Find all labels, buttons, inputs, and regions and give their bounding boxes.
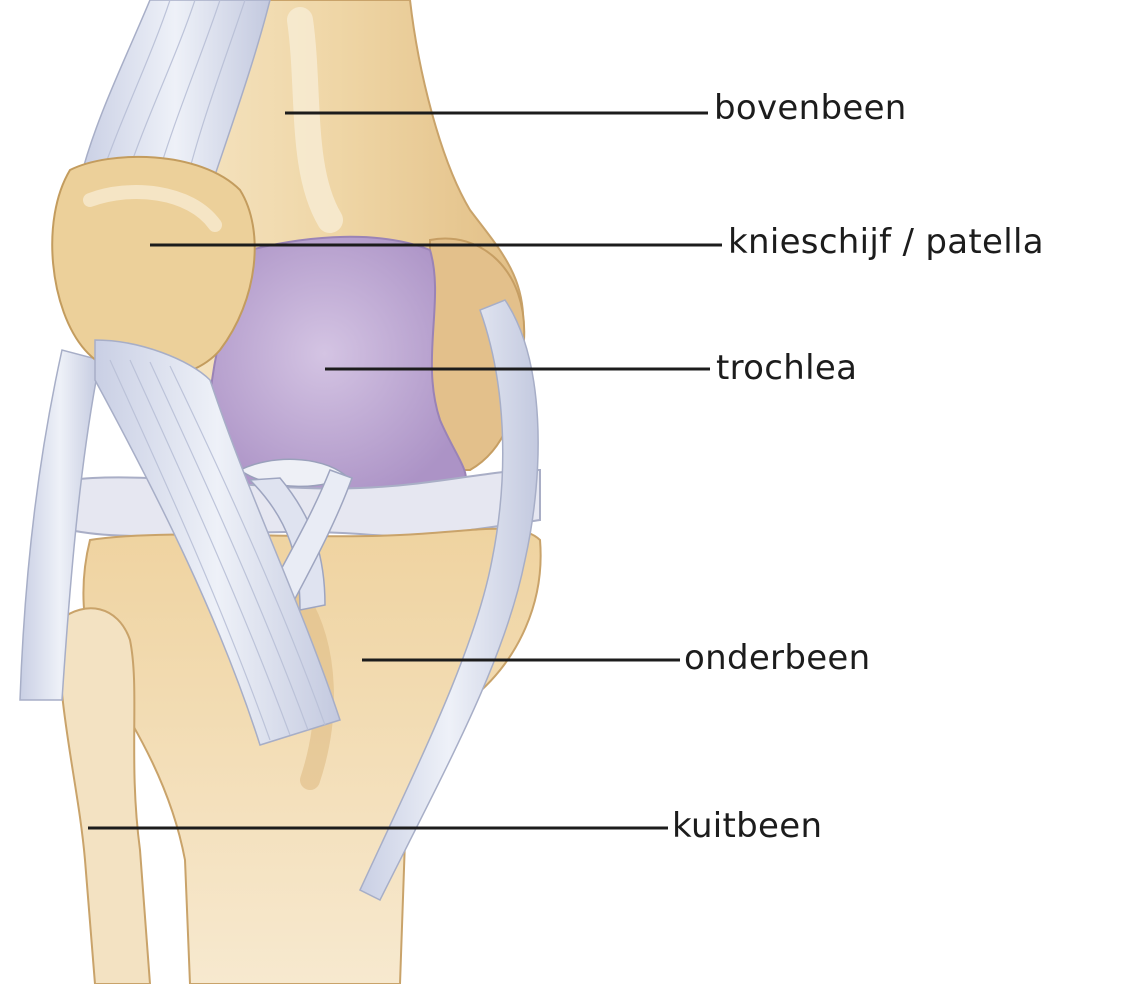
label-bovenbeen: bovenbeen <box>714 88 907 128</box>
label-trochlea: trochlea <box>716 348 857 388</box>
label-kuitbeen: kuitbeen <box>672 806 822 846</box>
label-onderbeen: onderbeen <box>684 638 871 678</box>
label-knieschijf: knieschijf / patella <box>728 222 1044 262</box>
